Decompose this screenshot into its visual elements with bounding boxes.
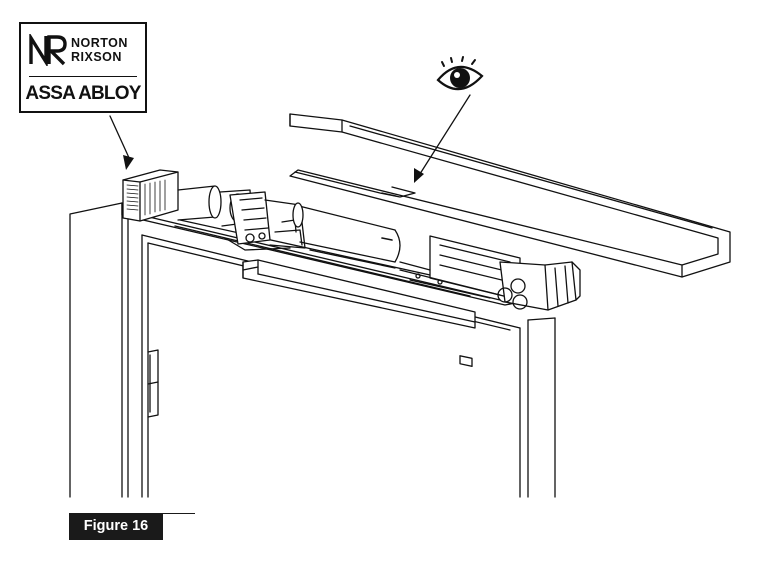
pointer-arrowhead-logo <box>123 155 134 170</box>
norton-rixson-logo: NORTON RIXSON ASSA ABLOY <box>19 22 147 113</box>
pointer-arrowhead-eye <box>414 168 424 183</box>
logo-divider <box>29 76 137 77</box>
gearbox-mechanism <box>224 191 306 251</box>
logo-top-section: NORTON RIXSON <box>21 24 145 76</box>
pointer-line-eye <box>417 94 471 178</box>
pointer-line-logo <box>109 115 131 161</box>
eye-icon <box>436 56 484 91</box>
operator-cover <box>289 113 731 278</box>
door-frame <box>69 202 556 498</box>
door-arm-track <box>242 259 476 329</box>
figure-label: Figure 16 <box>69 513 163 540</box>
operator-right-bracket <box>497 261 581 311</box>
logo-rixson-text: RIXSON <box>71 50 122 64</box>
nr-monogram-icon <box>29 34 67 66</box>
controller-housing <box>292 202 401 269</box>
logo-assa-abloy-text: ASSA ABLOY <box>25 83 141 104</box>
logo-norton-text: NORTON <box>71 36 128 50</box>
operator-end-cap <box>122 169 179 222</box>
